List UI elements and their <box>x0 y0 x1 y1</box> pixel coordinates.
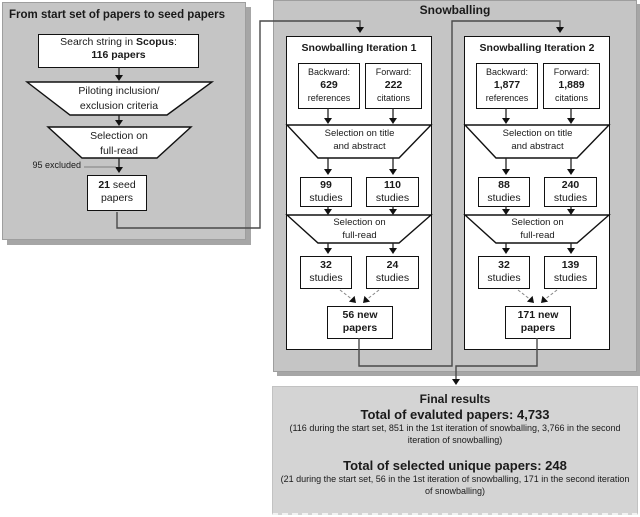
selected-total: Total of selected unique papers: 248 <box>343 458 567 473</box>
funnel-fullread-start-label: Selection on full-read <box>90 130 148 157</box>
search-source-name: Scopus <box>136 36 174 48</box>
iteration2-funnel-fullread-label: Selection on full-read <box>511 217 564 241</box>
iteration2-backward-box: Backward: 1,877 references <box>476 63 538 109</box>
iteration1-forward-box: Forward: 222 citations <box>365 63 422 109</box>
iteration2-title-abstract-backward-box: 88 studies <box>478 177 530 207</box>
iteration2-fullread-backward-box: 32 studies <box>478 256 530 289</box>
iteration1-title: Snowballing Iteration 1 <box>301 42 417 54</box>
seed-papers-box: 21 seed papers <box>87 175 147 211</box>
iteration1-fullread-forward-box: 24 studies <box>366 256 419 289</box>
iteration1-funnel-fullread-label: Selection on full-read <box>333 217 386 241</box>
seed-count: 21 <box>98 179 110 191</box>
iteration1-backward-box: Backward: 629 references <box>298 63 360 109</box>
iteration2-funnel-title-abstract-label: Selection on title and abstract <box>502 128 573 152</box>
search-paper-count: 116 papers <box>91 49 146 61</box>
iteration1-title-abstract-backward-box: 99 studies <box>300 177 352 207</box>
iteration2-title-abstract-forward-box: 240 studies <box>544 177 597 207</box>
excluded-note: 95 excluded <box>32 160 81 170</box>
iteration1-box: Snowballing Iteration 1 Backward: 629 re… <box>286 36 432 350</box>
evaluated-breakdown: (116 during the start set, 851 in the 1s… <box>289 423 621 445</box>
snowballing-panel-title: Snowballing <box>419 3 491 17</box>
iteration1-new-papers-box: 56 new papers <box>327 306 393 339</box>
final-results-panel: Final results Total of evaluted papers: … <box>272 386 638 515</box>
iteration2-new-papers-box: 171 new papers <box>505 306 571 339</box>
iteration2-title: Snowballing Iteration 2 <box>479 42 595 54</box>
final-results-title: Final results <box>419 392 491 406</box>
start-set-panel-title: From start set of papers to seed papers <box>9 9 226 21</box>
evaluated-total: Total of evaluted papers: 4,733 <box>360 407 550 422</box>
search-string-box: Search string in Scopus: 116 papers <box>38 34 199 68</box>
search-string-text: Search string in <box>60 36 136 48</box>
iteration2-forward-box: Forward: 1,889 citations <box>543 63 600 109</box>
iteration1-funnel-title-abstract-label: Selection on title and abstract <box>324 128 395 152</box>
selected-breakdown: (21 during the start set, 56 in the 1st … <box>280 474 630 496</box>
iteration1-title-abstract-forward-box: 110 studies <box>366 177 419 207</box>
iteration2-box: Snowballing Iteration 2 Backward: 1,877 … <box>464 36 610 350</box>
iteration2-fullread-forward-box: 139 studies <box>544 256 597 289</box>
funnel-piloting-label: Piloting inclusion/ exclusion criteria <box>78 85 160 112</box>
iteration1-fullread-backward-box: 32 studies <box>300 256 352 289</box>
start-set-panel: From start set of papers to seed papers … <box>2 2 246 240</box>
